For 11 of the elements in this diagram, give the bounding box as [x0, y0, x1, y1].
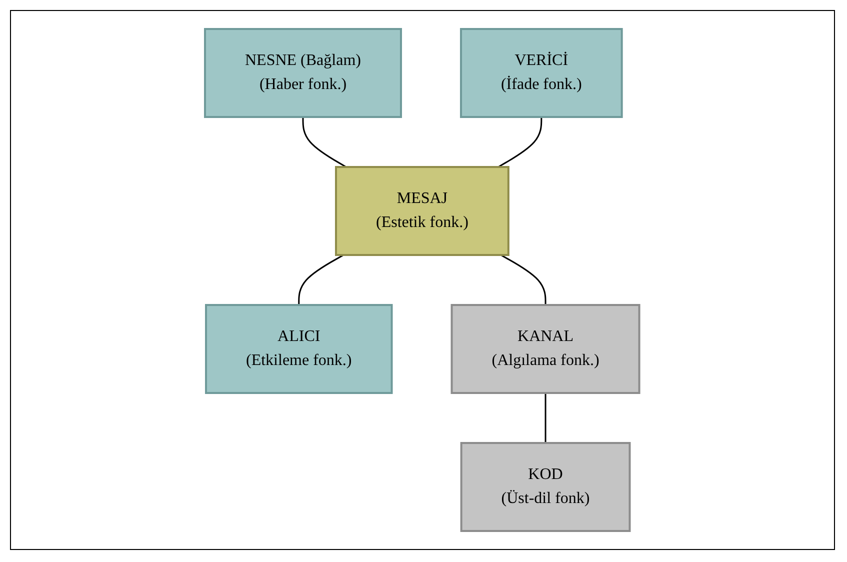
connector: [545, 393, 547, 443]
node-box: KOD (Üst-dil fonk): [460, 442, 632, 532]
connector: [298, 254, 344, 305]
connector: [500, 254, 547, 305]
node-box: ALICI (Etkileme fonk.): [205, 304, 394, 394]
connector: [302, 117, 347, 168]
node-box: NESNE (Bağlam) (Haber fonk.): [204, 28, 402, 118]
node-box: VERİCİ (İfade fonk.): [460, 28, 624, 118]
node-box: MESAJ (Estetik fonk.): [335, 166, 510, 256]
node-box: KANAL (Algılama fonk.): [451, 304, 641, 394]
connector: [498, 117, 542, 168]
